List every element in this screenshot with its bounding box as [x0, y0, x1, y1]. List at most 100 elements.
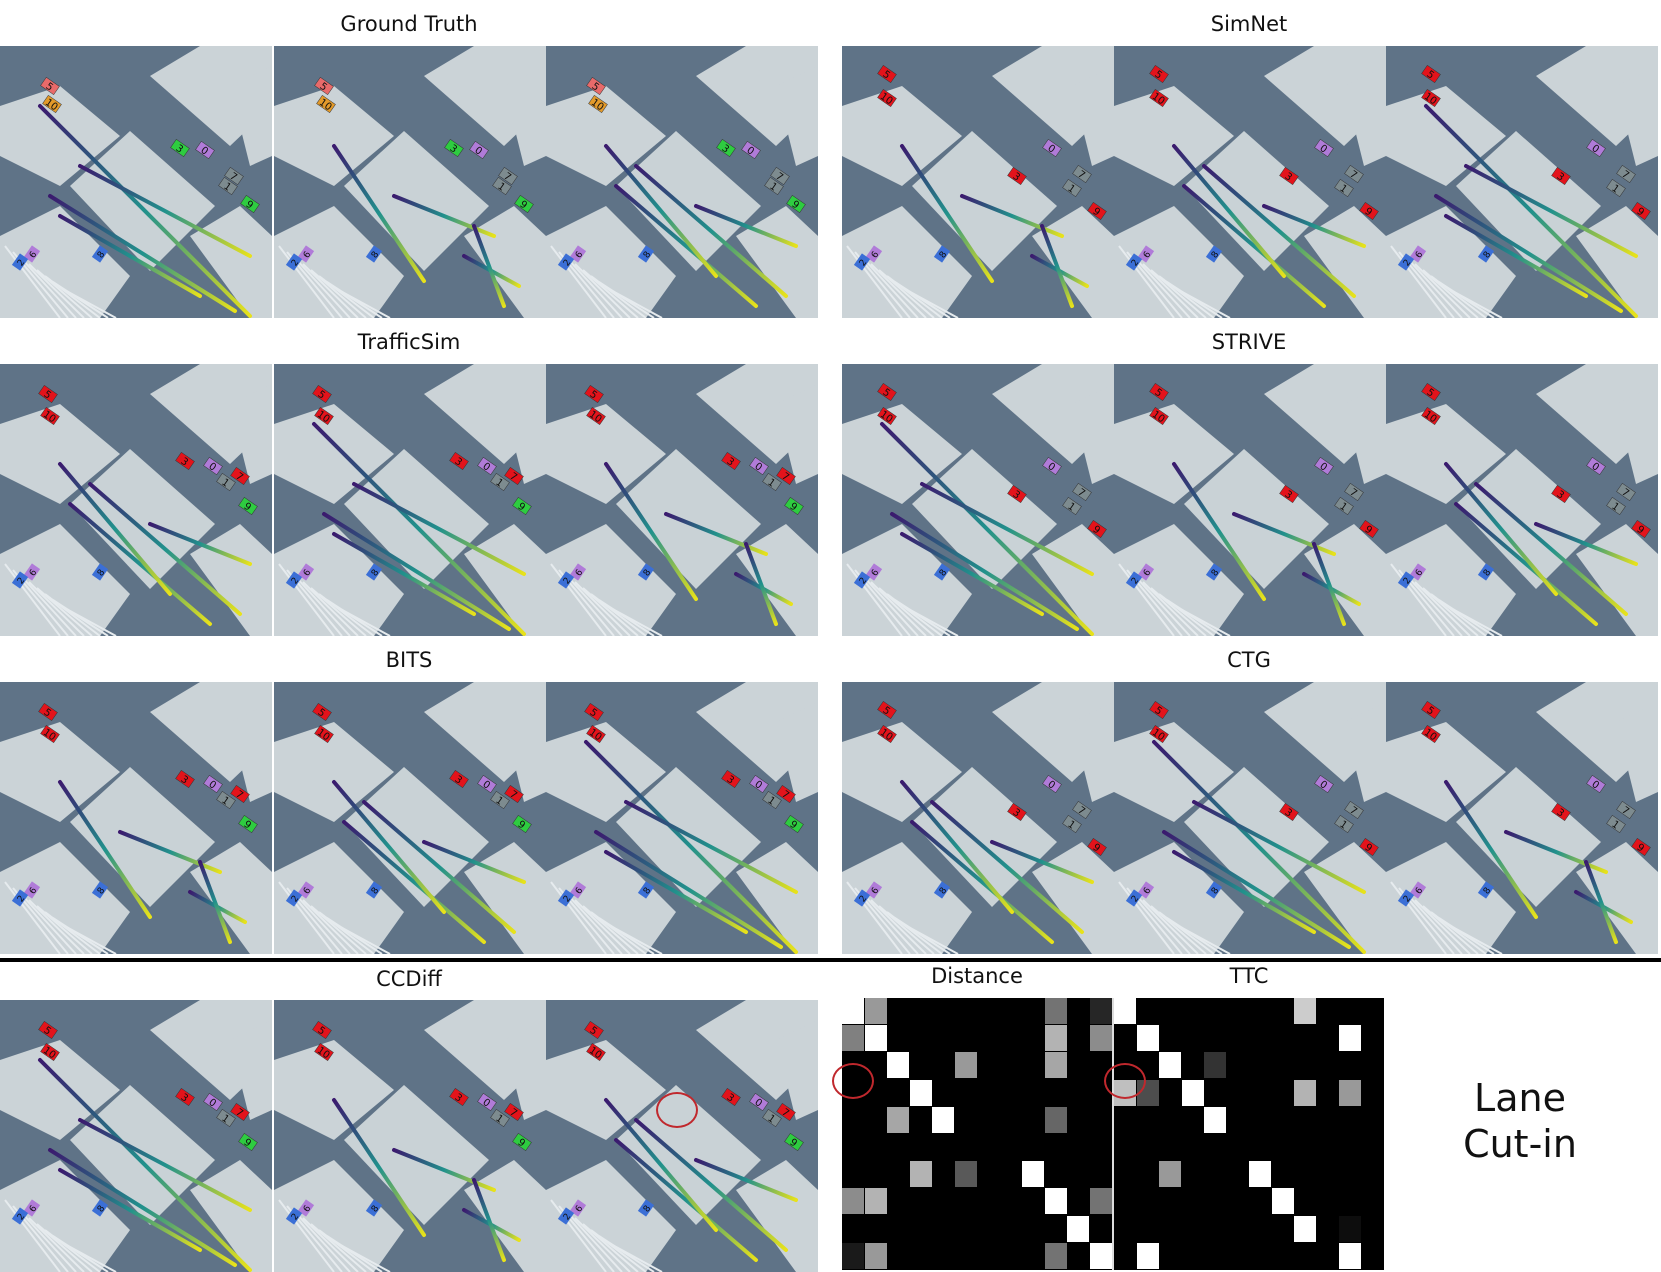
lane-stripe — [566, 893, 623, 954]
vehicle-marker: 8 — [91, 245, 109, 263]
vehicle-marker: 7 — [776, 784, 796, 804]
vehicle-marker: 1 — [1606, 178, 1626, 198]
vehicle-marker: 9 — [786, 194, 806, 214]
vehicle-id-label: 3 — [447, 143, 459, 156]
distance-highlight-circle — [832, 1063, 874, 1099]
vehicle-id-label: 9 — [1362, 206, 1374, 219]
vehicle-marker: 0 — [1042, 774, 1062, 794]
vehicle-id-label: 3 — [724, 1092, 736, 1105]
lane-stripe — [60, 605, 117, 636]
vehicle-id-label: 0 — [206, 1097, 218, 1110]
lane-block — [776, 66, 818, 166]
vehicle-id-label: 2 — [562, 1212, 573, 1222]
lane-stripe — [606, 287, 663, 318]
vehicle-marker: 8 — [1477, 563, 1495, 581]
scenario-label-line2: Cut-in — [1463, 1122, 1577, 1166]
trajectory-line — [1172, 462, 1266, 601]
vehicle-marker: 7 — [1616, 800, 1636, 820]
trajectory-line — [48, 1148, 237, 1267]
vehicle-id-label: 7 — [507, 789, 519, 802]
vehicle-id-label: 9 — [787, 1137, 799, 1150]
vehicle-marker: 7 — [1344, 800, 1364, 820]
vehicle-marker: 3 — [449, 451, 469, 471]
title-bits: BITS — [385, 648, 433, 672]
intersection-area — [616, 449, 761, 589]
vehicle-marker: 7 — [776, 466, 796, 486]
vehicle-marker: 8 — [1205, 245, 1223, 263]
trajectory-line — [58, 214, 202, 298]
vehicle-marker: 9 — [514, 194, 534, 214]
vehicle-id-label: 6 — [28, 1204, 40, 1215]
matrix-cell — [1181, 1079, 1204, 1106]
lane-block — [1304, 206, 1386, 318]
lane-block — [546, 1160, 676, 1272]
vehicle-marker: 6 — [1409, 881, 1427, 899]
vehicle-id-label: 2 — [290, 894, 301, 904]
lane-stripe — [20, 1211, 77, 1272]
trajectory-line — [604, 850, 748, 934]
matrix-cell — [887, 1052, 909, 1079]
vehicle-id-label: 0 — [206, 779, 218, 792]
lane-block — [546, 1040, 666, 1140]
vehicle-id-label: 6 — [1414, 886, 1426, 897]
lane-stripe — [294, 1211, 351, 1272]
vehicle-marker: 8 — [1205, 881, 1223, 899]
lane-stripe — [4, 1199, 61, 1272]
vehicle-id-label: 5 — [315, 1025, 327, 1038]
lane-stripe — [1414, 263, 1471, 318]
lane-stripe — [1174, 605, 1231, 636]
matrix-cell — [909, 1161, 932, 1188]
trajectory-line — [1424, 104, 1638, 318]
vehicle-id-label: 6 — [1142, 568, 1154, 579]
matrix-cell — [954, 1052, 977, 1079]
vehicle-marker: 2 — [557, 1207, 575, 1225]
vehicle-marker: 7 — [776, 1102, 796, 1122]
vehicle-marker: 5 — [38, 702, 58, 722]
vehicle-marker: 7 — [230, 1102, 250, 1122]
lane-block — [1114, 86, 1234, 186]
vehicle-marker: 9 — [238, 496, 258, 516]
trajectory-line — [744, 542, 778, 626]
trajectory-line — [594, 830, 783, 949]
vehicle-marker: 5 — [877, 700, 897, 720]
vehicle-id-label: 5 — [1424, 705, 1436, 718]
trajectory-line — [694, 1158, 798, 1202]
vehicle-id-label: 3 — [178, 1092, 190, 1105]
vehicle-marker: 8 — [1477, 245, 1495, 263]
vehicle-id-label: 0 — [480, 779, 492, 792]
vehicle-marker: 0 — [469, 140, 489, 160]
vehicle-marker: 9 — [784, 1132, 804, 1152]
vehicle-marker: 9 — [1631, 837, 1651, 857]
vehicle-marker: 5 — [1421, 700, 1441, 720]
vehicle-marker: 5 — [1149, 64, 1169, 84]
vehicle-marker: 6 — [865, 563, 883, 581]
scenario-label: Lane Cut-in — [1380, 1075, 1660, 1167]
vehicle-marker: 9 — [512, 496, 532, 516]
vehicle-marker: 7 — [504, 1102, 524, 1122]
vehicle-marker: 0 — [203, 774, 223, 794]
lane-stripe — [1406, 575, 1463, 636]
vehicle-marker: 3 — [175, 451, 195, 471]
vehicle-marker: 1 — [1062, 496, 1082, 516]
vehicle-marker: 1 — [764, 176, 784, 196]
vehicle-marker: 1 — [1334, 814, 1354, 834]
vehicle-id-label: 3 — [178, 456, 190, 469]
vehicle-marker: 3 — [449, 769, 469, 789]
vehicle-id-label: 1 — [1337, 501, 1349, 514]
vehicle-id-label: 0 — [1045, 461, 1057, 474]
vehicle-id-label: 2 — [290, 258, 301, 268]
matrix-cell — [1136, 1025, 1159, 1052]
vehicle-marker: 8 — [1477, 881, 1495, 899]
vehicle-id-label: 3 — [1554, 807, 1566, 820]
vehicle-marker: 1 — [490, 790, 510, 810]
lane-block — [0, 842, 130, 954]
vehicle-marker: 2 — [285, 1207, 303, 1225]
vehicle-marker: 5 — [1149, 382, 1169, 402]
vehicle-id-label: 7 — [1619, 805, 1631, 818]
lane-block — [1386, 842, 1516, 954]
vehicle-marker: 1 — [490, 1108, 510, 1128]
